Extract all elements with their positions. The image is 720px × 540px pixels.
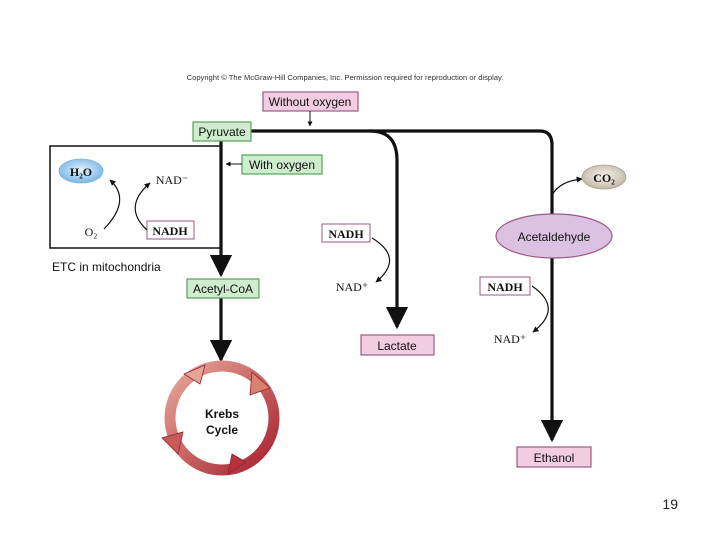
h2o-oval [58, 158, 104, 184]
co2-release-arrow [551, 176, 583, 196]
acetyl-coa-box [186, 278, 260, 299]
ethanol-nadh-label: NADH [487, 280, 523, 294]
lactate-nadh-arrow [371, 237, 391, 283]
without-oxygen-label: Without oxygen [269, 95, 352, 109]
lactate-nadh-box [321, 223, 371, 243]
etc-nadh-label: NADH [152, 224, 188, 238]
co2-label: CO₂ [593, 171, 615, 185]
copyright-notice: Copyright © The McGraw-Hill Companies, I… [187, 73, 504, 82]
acetaldehyde-label: Acetaldehyde [518, 230, 591, 244]
ethanol-nadh-arrow [531, 285, 549, 333]
pyruvate-to-ethanol-line [250, 129, 564, 443]
o2-to-h2o-arrow [103, 179, 121, 230]
with-oxygen-label: With oxygen [249, 158, 315, 172]
pyruvate-box [192, 121, 252, 142]
o2-label: O₂ [85, 225, 98, 239]
ethanol-box [516, 446, 592, 468]
lactate-box [360, 334, 435, 356]
etc-caption: ETC in mitochondria [52, 260, 161, 274]
pyruvate-label: Pyruvate [198, 125, 246, 139]
etc-nad-minus-label: NAD⁻ [156, 173, 188, 187]
co2-oval [581, 164, 627, 190]
etc-frame [49, 145, 222, 249]
lactate-nad-plus-label: NAD⁺ [336, 280, 368, 294]
krebs-cycle-ring [161, 360, 280, 476]
krebs-label-line1: Krebs [205, 407, 239, 421]
nadh-to-nad-arrow [134, 182, 151, 231]
krebs-label-line2: Cycle [206, 423, 238, 437]
ethanol-nadh-box [479, 276, 531, 296]
acetyl-coa-label: Acetyl-CoA [193, 282, 253, 296]
page-number: 19 [662, 496, 678, 512]
ethanol-label: Ethanol [534, 451, 575, 465]
acetaldehyde-oval [495, 213, 613, 259]
pyruvate-to-lactate-line [369, 129, 409, 330]
h2o-label: H₂O [70, 165, 92, 179]
ethanol-nad-plus-label: NAD⁺ [494, 332, 526, 346]
lactate-nadh-label: NADH [328, 227, 364, 241]
lactate-label: Lactate [377, 339, 417, 353]
